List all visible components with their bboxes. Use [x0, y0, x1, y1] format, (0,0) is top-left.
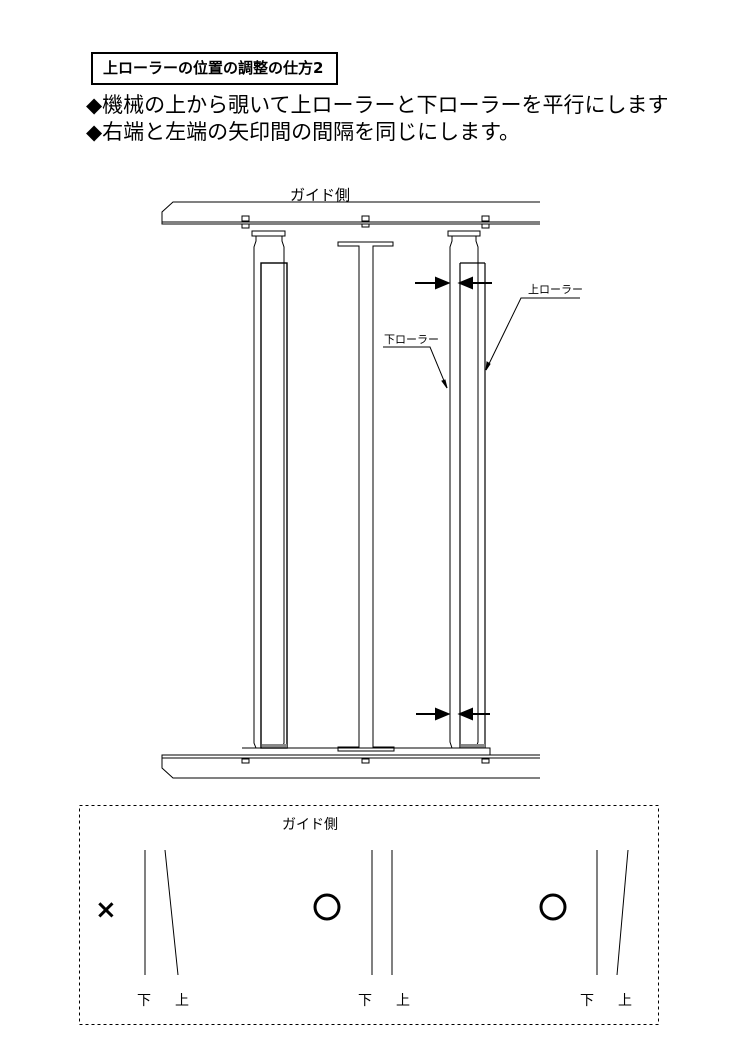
examples-guide-side-label: ガイド側	[282, 817, 338, 833]
bottom-guide-plate	[161, 747, 540, 779]
top-gap-arrows	[415, 276, 492, 290]
upper-label: 上	[396, 993, 410, 1009]
page-title: 上ローラーの位置の調整の仕方2	[91, 52, 338, 85]
lower-label: 下	[137, 993, 151, 1009]
bottom-gap-arrows	[416, 707, 490, 721]
upper-label: 上	[175, 993, 189, 1009]
instruction-1: ◆機械の上から覗いて上ローラーと下ローラーを平行にします	[86, 93, 669, 117]
right-roller	[447, 230, 486, 749]
instruction-2: ◆右端と左端の矢印間の間隔を同じにします。	[86, 120, 521, 144]
examples-box	[79, 805, 659, 1025]
lower-label: 下	[580, 993, 594, 1009]
lower-roller-leader	[383, 346, 448, 389]
circle-mark-icon	[313, 893, 341, 921]
example-correct-angled: ○ 下 上	[539, 849, 632, 1009]
cross-mark-icon: ×	[95, 895, 117, 925]
guide-side-label: ガイド側	[290, 186, 350, 204]
top-guide-plate	[161, 201, 540, 229]
upper-roller-label: 上ローラー	[528, 283, 583, 296]
lower-roller-label: 下ローラー	[384, 333, 439, 346]
lower-label: 下	[358, 993, 372, 1009]
circle-mark-icon	[539, 893, 567, 921]
center-beam	[337, 241, 395, 752]
upper-roller-leader	[485, 297, 580, 371]
upper-label: 上	[618, 993, 632, 1009]
left-roller	[251, 230, 288, 749]
example-wrong: × 下 上	[95, 849, 189, 1009]
example-correct-parallel: ○ 下 上	[313, 850, 410, 1009]
